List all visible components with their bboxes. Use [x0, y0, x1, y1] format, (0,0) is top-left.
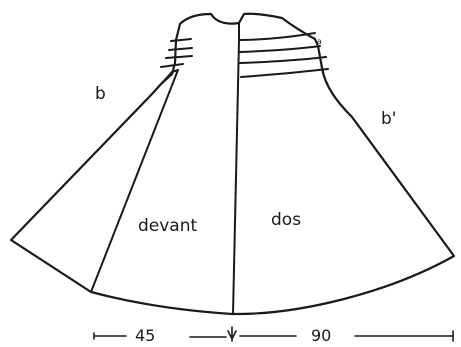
back-yoke-4 — [240, 68, 329, 78]
back-yoke-3 — [239, 56, 327, 64]
front-dart-1 — [170, 38, 192, 42]
dimension-back-width: 90 — [311, 326, 331, 345]
front-seam-line — [90, 69, 179, 293]
back-yoke-1 — [238, 32, 316, 41]
label-dos: dos — [271, 210, 301, 230]
front-dart-2 — [168, 47, 193, 51]
front-dart-fold — [151, 69, 179, 95]
front-dart-3 — [165, 55, 193, 59]
label-b-prime: b' — [381, 109, 396, 129]
label-devant: devant — [138, 216, 198, 236]
dimension-front-width: 45 — [135, 326, 155, 345]
label-b: b — [95, 84, 106, 104]
back-yoke-2 — [239, 45, 321, 53]
dimension-centre-marker — [227, 326, 237, 342]
pattern-outline — [9, 12, 456, 316]
front-dart-4 — [160, 63, 184, 68]
centre-line — [232, 22, 240, 315]
notch-mark: a — [317, 37, 322, 46]
